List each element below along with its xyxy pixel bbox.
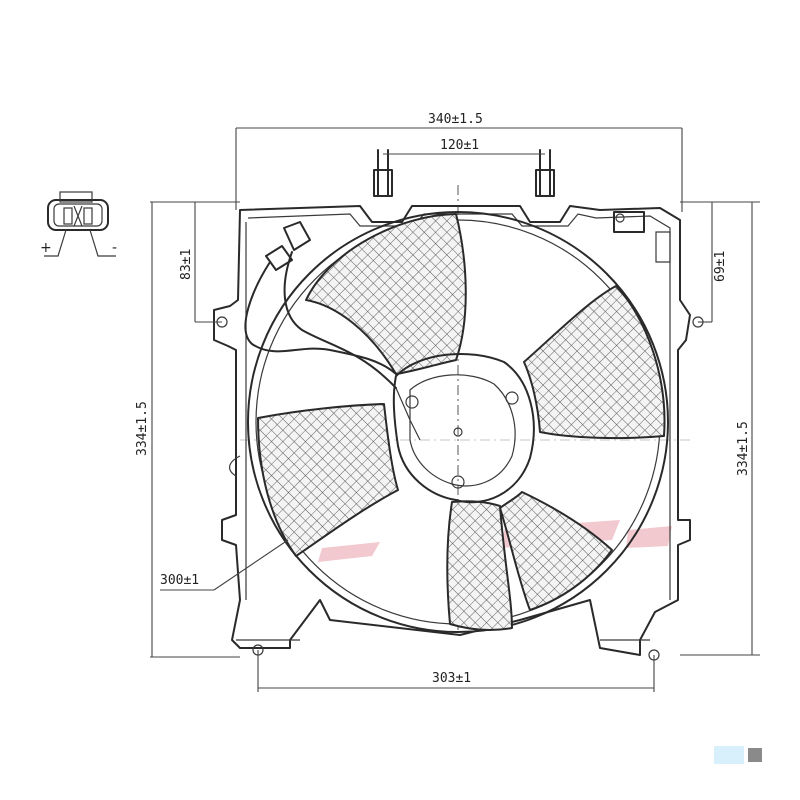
dimension-left-offset: [194, 202, 222, 323]
dimension-right-offset: [698, 202, 713, 323]
fan-blade-lower-right: [499, 491, 613, 611]
connector-icon: [44, 191, 116, 257]
left-offset-label: 83±1: [179, 249, 194, 280]
bottom-spacing-label: 303±1: [432, 671, 471, 686]
dimension-overall-width: [235, 127, 683, 212]
overall-width-label: 340±1.5: [428, 112, 483, 127]
connector-plus-label: +: [40, 240, 52, 256]
left-height-label: 334±1.5: [135, 401, 150, 456]
fan-ring: [247, 211, 669, 633]
dimension-fan-diameter: [160, 539, 289, 591]
dimension-right-height: [680, 201, 760, 656]
fan-shroud: [213, 149, 704, 661]
right-offset-label: 69±1: [713, 251, 728, 282]
fan-hub: [392, 352, 535, 504]
fan-blade-left: [257, 403, 399, 557]
connector-minus-label: -: [112, 240, 117, 256]
corner-light-swatch: [714, 746, 744, 764]
right-height-label: 334±1.5: [736, 421, 751, 476]
corner-dark-swatch: [748, 748, 762, 762]
fan-blade-bottom: [446, 500, 513, 632]
fan-diameter-label: 300±1: [160, 573, 199, 588]
fan-blades: [257, 213, 666, 632]
mount-spacing-label: 120±1: [440, 138, 479, 153]
dimension-bottom-spacing: [257, 650, 655, 692]
fan-blade-top: [305, 213, 467, 375]
wiring-harness: [229, 221, 421, 477]
fan-blade-right: [523, 285, 666, 440]
